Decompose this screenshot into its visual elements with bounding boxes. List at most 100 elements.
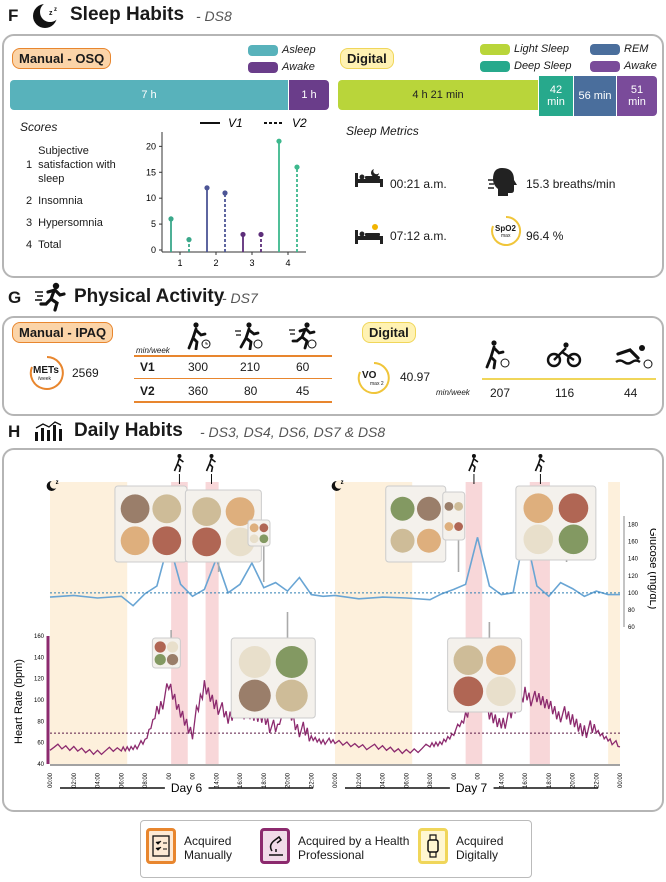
meal-photo: [247, 519, 271, 547]
footer-legend: [140, 820, 532, 878]
footer-digital-label: Acquired Digitally: [456, 834, 504, 862]
walking-icon: [186, 322, 212, 355]
vo2max-icon: VO max 2: [356, 360, 392, 396]
day-label-bg: [164, 780, 209, 796]
time-tick-label: 00:00: [333, 772, 339, 788]
bar-awake-digital: 51 min: [617, 76, 657, 116]
heart-rate-tick-label: 100: [34, 698, 45, 704]
day-label-bg: [449, 780, 494, 796]
y-tick-label: 0: [151, 245, 156, 255]
heart-rate-line: [49, 678, 621, 756]
smartwatch-icon: [418, 828, 448, 864]
ipaq-row-v1-label: V1: [140, 360, 155, 374]
time-tick-label: 02:00: [72, 772, 78, 788]
footer-manual-label: Acquired Manually: [184, 834, 233, 862]
section-f-letter: F: [8, 6, 19, 25]
digital-activity-divider: [482, 378, 656, 380]
svg-text:z: z: [56, 480, 59, 486]
breathing-value: 15.3 breaths/min: [526, 177, 616, 191]
daily-section-subtitle: - DS3, DS4, DS6, DS7 & DS8: [200, 424, 386, 440]
glucose-tick-label: 180: [628, 523, 639, 529]
swimming-icon: [205, 454, 216, 484]
meal-photo: [151, 637, 181, 669]
y-tick-label: 20: [146, 141, 156, 151]
time-tick-label: 18:00: [262, 772, 268, 788]
meal-photo: [385, 485, 447, 563]
sleep-section-title: Sleep Habits: [70, 4, 185, 25]
legend-awake: Awake: [248, 61, 315, 73]
daily-chart-icon: [34, 420, 64, 447]
ipaq-row-v2-label: V2: [140, 384, 155, 398]
lollipop-point-v2: [222, 190, 228, 196]
walking-icon: [468, 454, 479, 484]
legend-awake-digital: Awake: [590, 60, 657, 72]
legend-rem: REM: [590, 43, 648, 55]
section-h-letter: H: [8, 422, 21, 441]
lollipop-point-v1: [168, 216, 174, 222]
time-tick-label: 14:00: [499, 772, 505, 788]
svg-text:z: z: [341, 480, 344, 486]
bar-asleep: 7 h: [10, 80, 288, 110]
bar-rem: 56 min: [574, 76, 616, 116]
spo2-icon: SpO2 max: [490, 215, 522, 246]
time-tick-label: 20:00: [286, 772, 292, 788]
glucose-tick-label: 60: [628, 625, 635, 631]
x-tick-label: 3: [249, 258, 254, 268]
lollipop-point-v2: [294, 164, 300, 170]
meal-photo: [442, 491, 466, 541]
glucose-tick-label: 160: [628, 540, 639, 546]
time-tick-label: 00:00: [48, 772, 54, 788]
footer-professional-label: Acquired by a Health Professional: [298, 834, 410, 862]
bed-moon-icon: [354, 167, 384, 194]
time-tick-label: 14:00: [214, 772, 220, 788]
svg-text:z: z: [54, 7, 57, 13]
sleep-section-subtitle: - DS8: [196, 8, 232, 24]
sleep-period-band: [50, 482, 128, 764]
scores-title: Scores: [20, 120, 58, 134]
digital-walking-icon: [484, 340, 512, 375]
lollipop-point-v1: [276, 138, 282, 144]
legend-asleep: Asleep: [248, 44, 316, 56]
ipaq-unit: min/week: [136, 346, 170, 355]
section-g-letter: G: [8, 288, 22, 307]
time-tick-label: 06:00: [404, 772, 410, 788]
walking-icon: [173, 454, 184, 484]
time-tick-label: 00:00: [618, 772, 624, 788]
sleep-metrics-title: Sleep Metrics: [346, 124, 419, 138]
running-icon: [34, 282, 68, 317]
ipaq-divider-bottom: [134, 401, 332, 403]
sleep-moon-icon: z: [46, 480, 59, 491]
time-tick-label: 22:00: [594, 772, 600, 788]
y-tick-label: 10: [146, 193, 156, 203]
activity-section-subtitle: - DS7: [222, 290, 258, 306]
heart-rate-tick-label: 140: [34, 655, 45, 661]
heart-rate-tick-label: 160: [34, 634, 45, 640]
ipaq-v2-moderate: 80: [244, 384, 258, 398]
day-7-label: Day 7: [456, 781, 488, 795]
cycling-icon: [534, 454, 545, 484]
ipaq-v1-walking: 300: [188, 360, 209, 374]
activity-period-band: [465, 482, 483, 764]
ipaq-v1-moderate: 210: [240, 360, 261, 374]
legend-deep-sleep: Deep Sleep: [480, 60, 572, 72]
digital-swimming-value: 44: [624, 386, 638, 400]
heart-rate-tick-label: 120: [34, 677, 45, 683]
digital-cycling-value: 116: [555, 386, 575, 400]
activity-digital-label: Digital: [362, 322, 416, 343]
ipaq-v2-walking: 360: [188, 384, 209, 398]
daily-section-title: Daily Habits: [74, 420, 183, 441]
legend-label-v2: V2: [292, 116, 307, 130]
ipaq-divider-middle: [134, 378, 332, 379]
time-tick-label: 04:00: [381, 772, 387, 788]
time-tick-label: 04:00: [96, 772, 102, 788]
x-tick-label: 4: [285, 258, 290, 268]
heart-rate-tick-label: 60: [37, 741, 44, 747]
x-tick-label: 2: [213, 258, 218, 268]
glucose-axis-label: Glucose (mg/dL): [647, 528, 656, 609]
glucose-tick-label: 80: [628, 608, 635, 614]
heart-rate-tick-label: 40: [37, 762, 44, 768]
meal-photo: [515, 485, 597, 561]
manual-ipaq-label: Manual - IPAQ: [12, 322, 114, 343]
